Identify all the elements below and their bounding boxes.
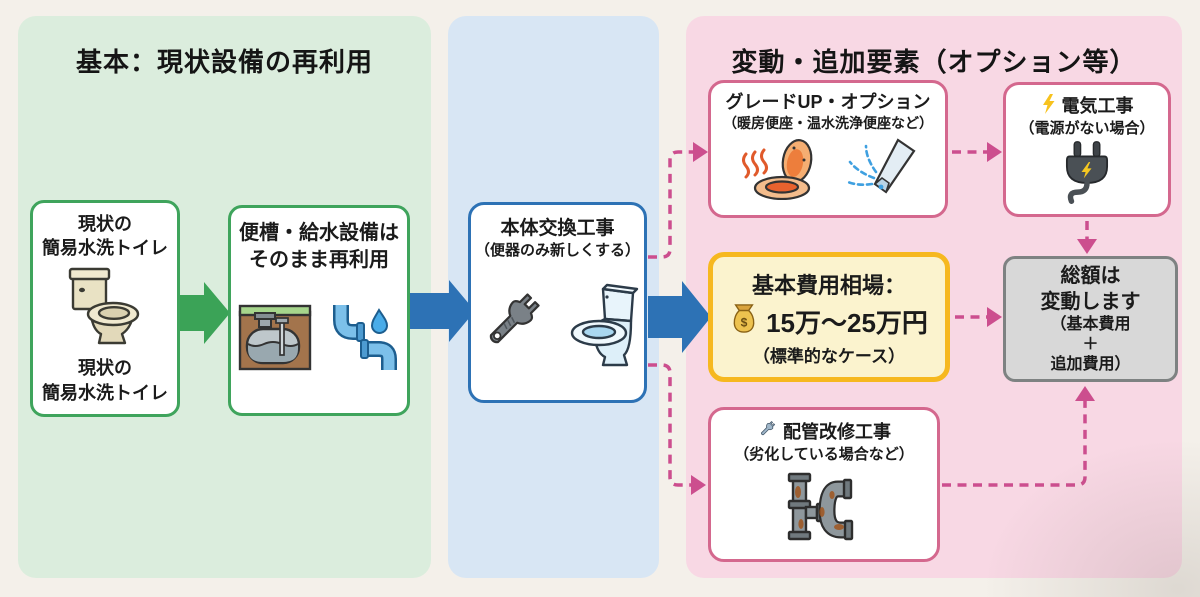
electric-work-box: 電気工事 （電源がない場合） <box>1003 82 1171 217</box>
reuse-icons <box>238 274 400 405</box>
upgrade-option-title: グレードUP・オプション <box>725 92 931 112</box>
piping-work-title-row: 配管改修工事 <box>757 420 891 445</box>
panel-basic-title: 基本：現状設備の再利用 <box>75 47 373 77</box>
dollar-glyph: $ <box>741 315 748 329</box>
replacement-work-title: 本体交換工事 <box>500 218 615 239</box>
corner-shadow <box>980 437 1200 597</box>
power-plug-icon <box>1059 140 1115 209</box>
lightning-icon <box>1041 94 1056 119</box>
panel-options-title: 変動・追加要素（オプション等） <box>731 47 1137 77</box>
current-toilet-box: 現状の 簡易水洗トイレ 現状の 簡易水洗トイレ <box>30 200 180 417</box>
base-cost-amount-row: $ 15万〜25万円 <box>730 303 928 340</box>
water-pipe-icon <box>326 303 400 376</box>
electric-work-title-row: 電気工事 <box>1041 94 1134 119</box>
piping-work-title: 配管改修工事 <box>783 422 891 443</box>
replacement-work-box: 本体交換工事 （便器のみ新しくする） <box>468 202 647 403</box>
current-toilet-label-top: 現状の 簡易水洗トイレ <box>42 214 168 259</box>
toilet-blue-icon <box>561 283 641 372</box>
upgrade-option-box: グレードUP・オプション （暖房便座・温水洗浄便座など） <box>708 80 948 218</box>
total-line-5: 追加費用） <box>1050 356 1131 373</box>
total-cost-box: 総額は 変動します （基本費用 ＋ 追加費用） <box>1003 256 1178 382</box>
electric-work-title: 電気工事 <box>1061 96 1134 117</box>
total-line-2: 変動します <box>1040 291 1141 313</box>
base-cost-note: （標準的なケース） <box>752 346 906 366</box>
septic-tank-icon <box>238 303 312 376</box>
current-toilet-label-bottom: 現状の 簡易水洗トイレ <box>42 358 168 403</box>
replacement-icons <box>475 260 641 394</box>
heated-seat-icon <box>738 138 824 205</box>
small-wrench-icon <box>757 420 777 445</box>
total-line-3: （基本費用 <box>1050 316 1131 333</box>
bidet-spray-icon <box>842 138 918 205</box>
piping-work-box: 配管改修工事 （劣化している場合など） <box>708 407 940 562</box>
wrench-icon <box>475 289 547 366</box>
total-line-1: 総額は <box>1060 265 1121 287</box>
base-cost-amount: 15万〜25万円 <box>766 307 928 338</box>
rusty-pipe-icon <box>776 470 872 549</box>
upgrade-icons <box>738 132 918 211</box>
base-cost-title: 基本費用相場： <box>751 272 906 298</box>
reuse-equipment-label: 便槽・給水設備は そのまま再利用 <box>239 222 399 271</box>
upgrade-option-subtitle: （暖房便座・温水洗浄便座など） <box>723 114 933 131</box>
electric-work-subtitle: （電源がない場合） <box>1019 120 1155 137</box>
total-line-4: ＋ <box>1082 336 1099 353</box>
money-bag-icon: $ <box>730 303 758 339</box>
reuse-equipment-box: 便槽・給水設備は そのまま再利用 <box>228 205 410 416</box>
replacement-work-subtitle: （便器のみ新しくする） <box>474 241 640 259</box>
piping-icons <box>776 465 872 556</box>
electric-icons <box>1059 139 1115 211</box>
toilet-beige-icon <box>61 263 149 354</box>
base-cost-box: 基本費用相場： $ 15万〜25万円 （標準的なケース） <box>708 252 950 382</box>
piping-work-subtitle: （劣化している場合など） <box>734 446 914 463</box>
